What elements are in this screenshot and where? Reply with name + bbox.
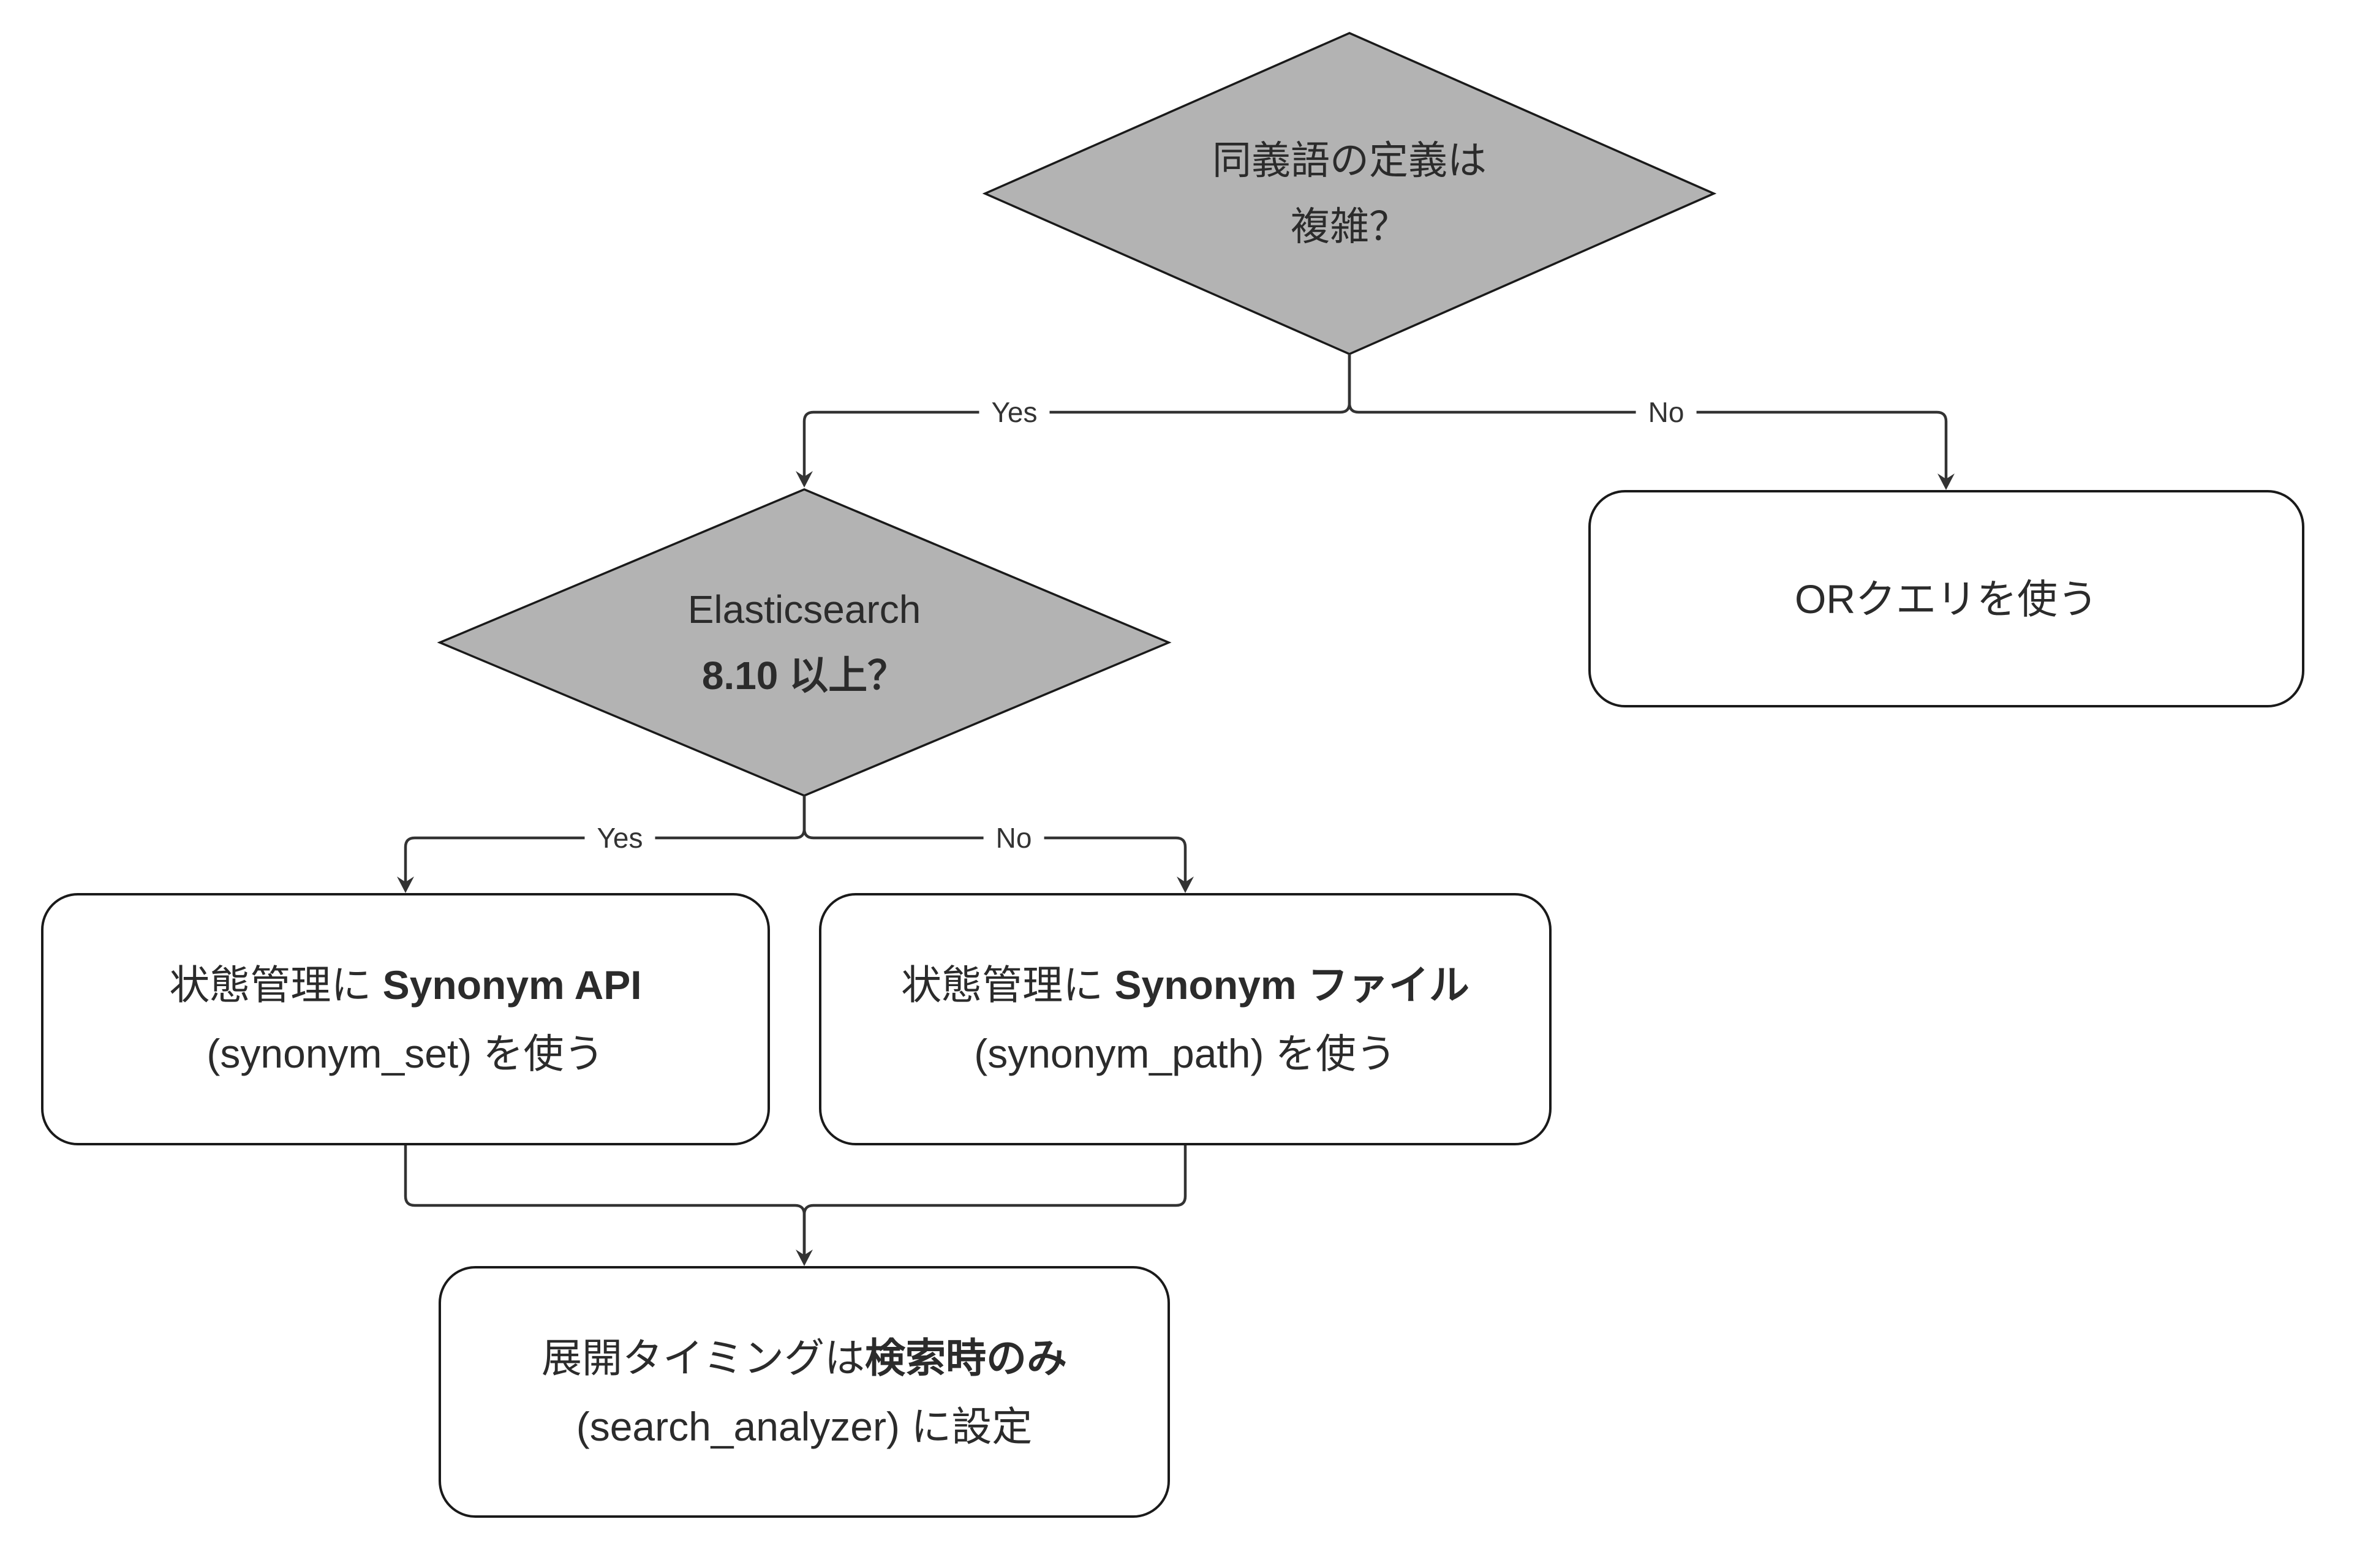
arrowhead-to-synonym-api xyxy=(397,876,414,893)
node-synonym-api-line1: 状態管理に Synonym API xyxy=(169,962,642,1008)
node-or-query-line1: ORクエリを使う xyxy=(1795,576,2098,622)
edge-label-complexity-no: No xyxy=(1635,394,1697,430)
edge-complexity-yes xyxy=(802,354,1351,478)
node-search-time-line2: (search_analyzer) に設定 xyxy=(576,1403,1033,1449)
node-synonym-api: 状態管理に Synonym API (synonym_set) を使う xyxy=(41,893,770,1145)
arrowhead-to-or-query xyxy=(1937,473,1955,490)
node-search-time-line1: 展開タイミングは検索時のみ xyxy=(541,1335,1067,1381)
arrowhead-to-synonym-file xyxy=(1177,876,1194,893)
node-search-time: 展開タイミングは検索時のみ (search_analyzer) に設定 xyxy=(439,1266,1170,1518)
decision-diamond-complexity xyxy=(982,32,1717,355)
edge-synonym-file-to-search-time xyxy=(802,1145,1187,1256)
edge-synonym-api-to-search-time xyxy=(404,1145,806,1256)
edge-label-version-yes: Yes xyxy=(584,820,655,856)
arrowhead-to-version-diamond xyxy=(796,471,813,488)
edge-label-complexity-yes: Yes xyxy=(979,394,1050,430)
node-synonym-file-line2: (synonym_path) を使う xyxy=(974,1031,1397,1076)
arrowhead-to-search-time xyxy=(796,1250,813,1266)
node-synonym-file: 状態管理に Synonym ファイル (synonym_path) を使う xyxy=(819,893,1552,1145)
node-synonym-file-line1: 状態管理に Synonym ファイル xyxy=(901,962,1469,1008)
edge-label-version-no: No xyxy=(983,820,1044,856)
node-synonym-api-line2: (synonym_set) を使う xyxy=(206,1031,605,1076)
decision-diamond-version xyxy=(437,488,1172,797)
node-or-query: ORクエリを使う xyxy=(1588,490,2304,707)
